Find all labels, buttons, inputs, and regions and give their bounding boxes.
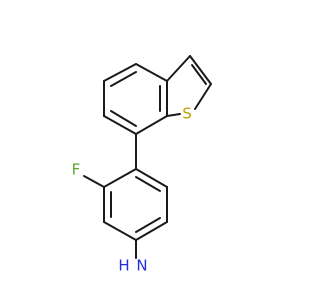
bond-c2p-f (83, 175, 105, 188)
bond-c1p-c2p (103, 168, 137, 188)
amine-n-label: N (136, 257, 147, 275)
bond-c2-s (194, 83, 212, 110)
bond-c7-c7a (135, 115, 168, 135)
bond-c6-c7-inner (110, 110, 137, 127)
bond-c3a-c3 (166, 55, 191, 82)
bond-c4p-c5p (135, 221, 168, 241)
molecule-structure: S F N H (72, 55, 212, 275)
sulfur-atom-label: S (182, 105, 192, 123)
bond-c3-c2 (189, 55, 212, 85)
bond-c6p-c1p (135, 168, 168, 188)
bond-c6-c7 (103, 115, 137, 135)
bond-c3a-c4 (135, 63, 168, 82)
bond-c3p-c4p (103, 221, 137, 241)
bond-c4p-c5p-inner (135, 217, 161, 233)
bond-s-c7a (166, 113, 181, 117)
molecule-canvas: S F N H (71, 55, 212, 275)
bond-c4-c5 (103, 63, 137, 82)
bond-c6p-c1p-inner (135, 176, 161, 192)
amine-h-label: H (118, 257, 129, 275)
fluorine-atom-label: F (72, 161, 81, 179)
bond-c2-c3-inner (191, 64, 207, 85)
bond-c4-c5-inner (110, 71, 137, 87)
